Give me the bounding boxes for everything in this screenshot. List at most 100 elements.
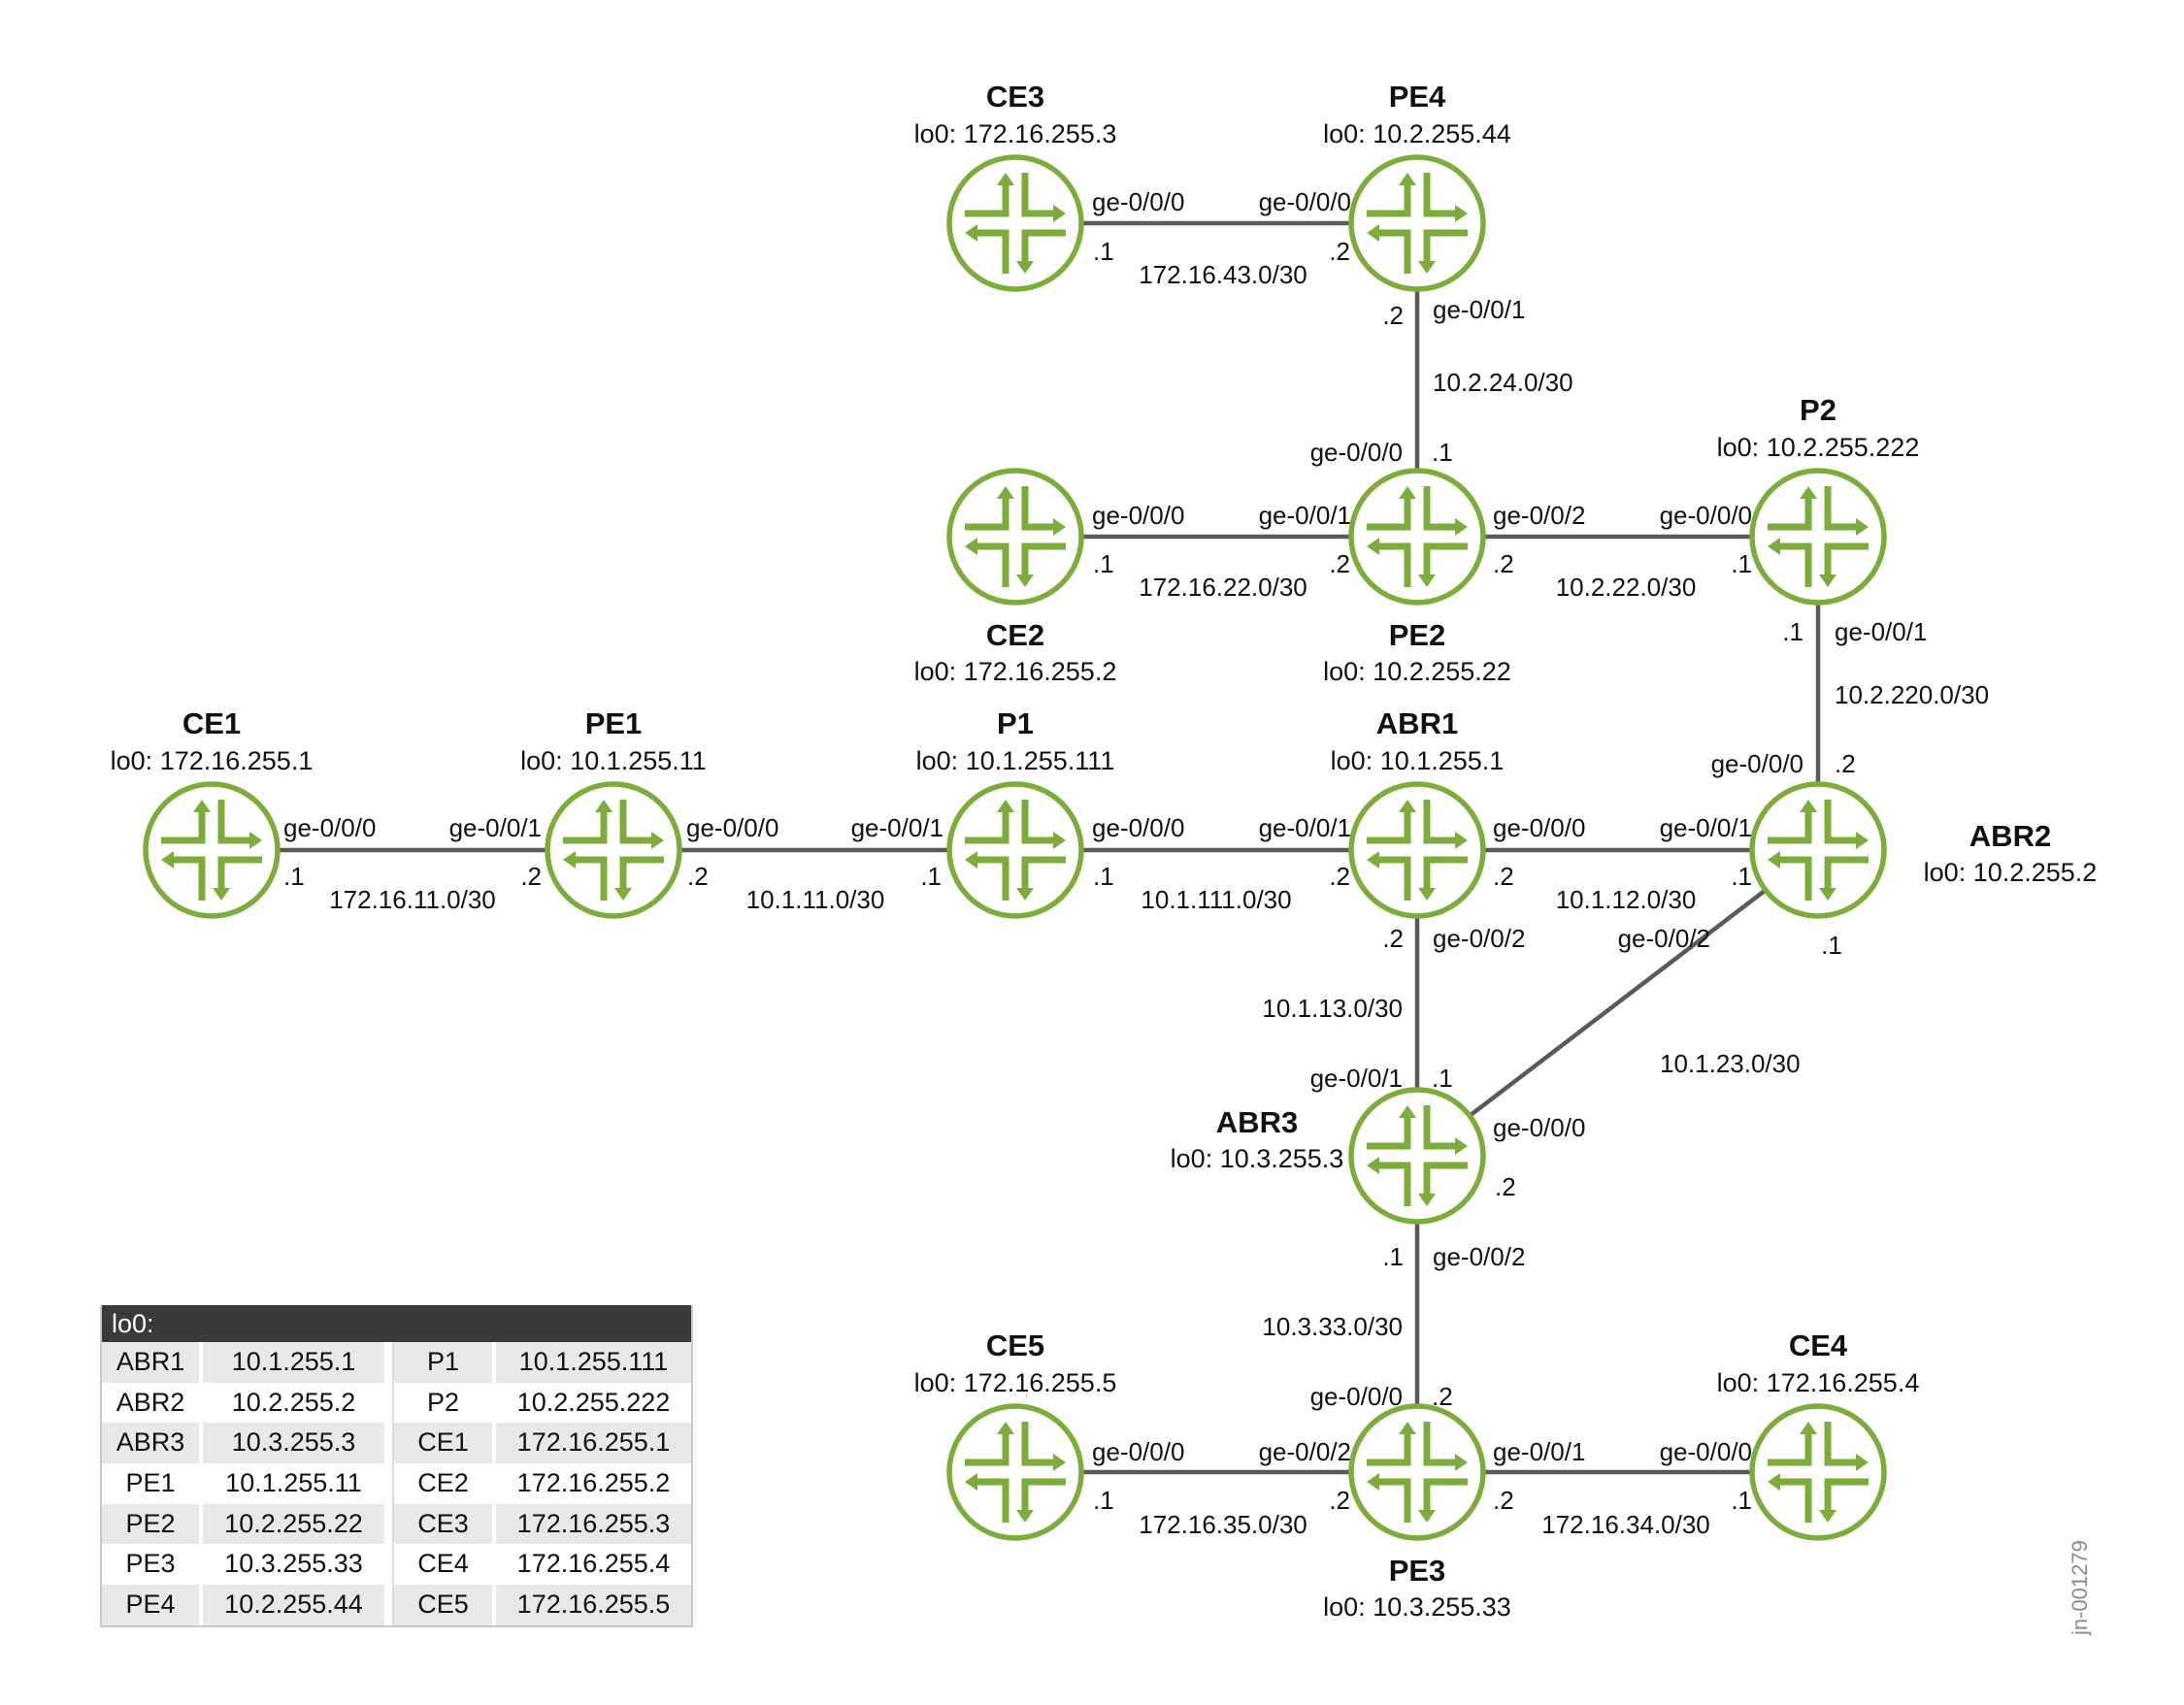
router-icon[interactable] [946, 1403, 1084, 1541]
router-icon[interactable] [143, 781, 281, 919]
loopback-address-cell: 10.3.255.33 [203, 1544, 384, 1586]
link-labels-pe2-p2: ge-0/0/2.2ge-0/0/0.110.2.22.0/30 [1493, 501, 1752, 602]
router-loopback-address: lo0: 172.16.255.2 [914, 657, 1117, 686]
interface-label: ge-0/0/0 [1660, 501, 1752, 530]
router-icon[interactable] [1348, 1087, 1486, 1225]
router-name-cell: ABR3 [102, 1423, 199, 1464]
router-name: PE2 [1389, 618, 1446, 652]
router-icon[interactable] [1749, 1403, 1887, 1541]
host-address-label: .2 [1493, 549, 1514, 578]
router-ring [946, 1403, 1084, 1541]
interface-label: ge-0/0/0 [1493, 813, 1585, 842]
router-name: CE1 [182, 706, 241, 740]
router-arrows [965, 800, 1066, 901]
interface-label: ge-0/0/1 [851, 813, 943, 842]
router-icon[interactable] [946, 781, 1084, 919]
link-labels-p2-abr2: ge-0/0/1.1ge-0/0/0.210.2.220.0/30 [1711, 617, 1989, 778]
host-address-label: .2 [1382, 924, 1404, 953]
router-ring [545, 781, 682, 919]
host-address-label: .1 [283, 862, 305, 891]
router-loopback-address: lo0: 172.16.255.1 [111, 746, 314, 775]
table-divider [384, 1342, 394, 1625]
router-name: CE3 [986, 80, 1044, 114]
router-arrows [1768, 1422, 1869, 1523]
interface-label: ge-0/0/0 [1493, 1113, 1585, 1142]
interface-label: ge-0/0/2 [1493, 501, 1585, 530]
router-name: P1 [997, 706, 1034, 740]
interface-label: ge-0/0/1 [1433, 295, 1525, 324]
interface-label: ge-0/0/2 [1433, 1242, 1525, 1271]
loopback-address-cell: 10.2.255.2 [203, 1382, 384, 1424]
router-icon[interactable] [1749, 468, 1887, 606]
router-ce1[interactable]: CE1 lo0: 172.16.255.1 [111, 706, 314, 919]
router-name-cell: CE4 [394, 1544, 492, 1586]
host-address-label: .2 [1329, 237, 1350, 266]
link-abr2-abr3 [1415, 848, 1820, 1158]
host-address-label: .2 [1329, 549, 1350, 578]
interface-label: ge-0/0/0 [1310, 1382, 1403, 1411]
router-ring [1348, 781, 1486, 919]
router-icon[interactable] [946, 154, 1084, 292]
router-icon[interactable] [946, 468, 1084, 606]
router-arrows [965, 1422, 1066, 1523]
loopback-address-cell: 10.1.255.11 [203, 1463, 384, 1504]
host-address-label: .2 [1432, 1382, 1453, 1411]
router-loopback-address: lo0: 10.2.255.2 [1924, 858, 2098, 887]
host-address-label: .2 [1495, 1172, 1516, 1201]
router-loopback-address: lo0: 10.2.255.222 [1717, 433, 1920, 462]
loopback-address-cell: 10.2.255.222 [496, 1382, 691, 1424]
host-address-label: .1 [1382, 1242, 1404, 1271]
router-ring [1749, 468, 1887, 606]
router-icon[interactable] [1749, 781, 1887, 919]
router-arrows [1367, 1105, 1468, 1206]
router-arrows [1367, 1422, 1468, 1523]
loopback-address-cell: 172.16.255.3 [496, 1503, 691, 1545]
router-icon[interactable] [1348, 154, 1486, 292]
router-arrows [1768, 486, 1869, 587]
router-icon[interactable] [545, 781, 682, 919]
link-labels-abr1-abr2: ge-0/0/0.2ge-0/0/1.110.1.12.0/30 [1493, 813, 1752, 914]
link-labels-abr1-abr3: ge-0/0/2.2ge-0/0/1.110.1.13.0/30 [1262, 924, 1525, 1093]
host-address-label: .1 [1821, 931, 1842, 960]
router-ring [1749, 781, 1887, 919]
router-icon[interactable] [1348, 1403, 1486, 1541]
router-icon[interactable] [1348, 468, 1486, 606]
link-labels-layer: ge-0/0/0.1ge-0/0/0.2172.16.43.0/30ge-0/0… [283, 187, 1989, 1539]
interface-label: ge-0/0/1 [1259, 501, 1351, 530]
link-labels-pe1-p1: ge-0/0/0.2ge-0/0/1.110.1.11.0/30 [686, 813, 943, 914]
subnet-label: 172.16.22.0/30 [1139, 573, 1307, 602]
router-loopback-address: lo0: 10.2.255.44 [1323, 119, 1511, 148]
router-arrows [1367, 173, 1468, 274]
subnet-label: 10.1.23.0/30 [1660, 1049, 1801, 1078]
router-icon[interactable] [1348, 781, 1486, 919]
loopback-address-cell: 172.16.255.2 [496, 1463, 691, 1504]
interface-label: ge-0/0/0 [1092, 187, 1184, 216]
interface-label: ge-0/0/0 [686, 813, 778, 842]
router-ring [143, 781, 281, 919]
